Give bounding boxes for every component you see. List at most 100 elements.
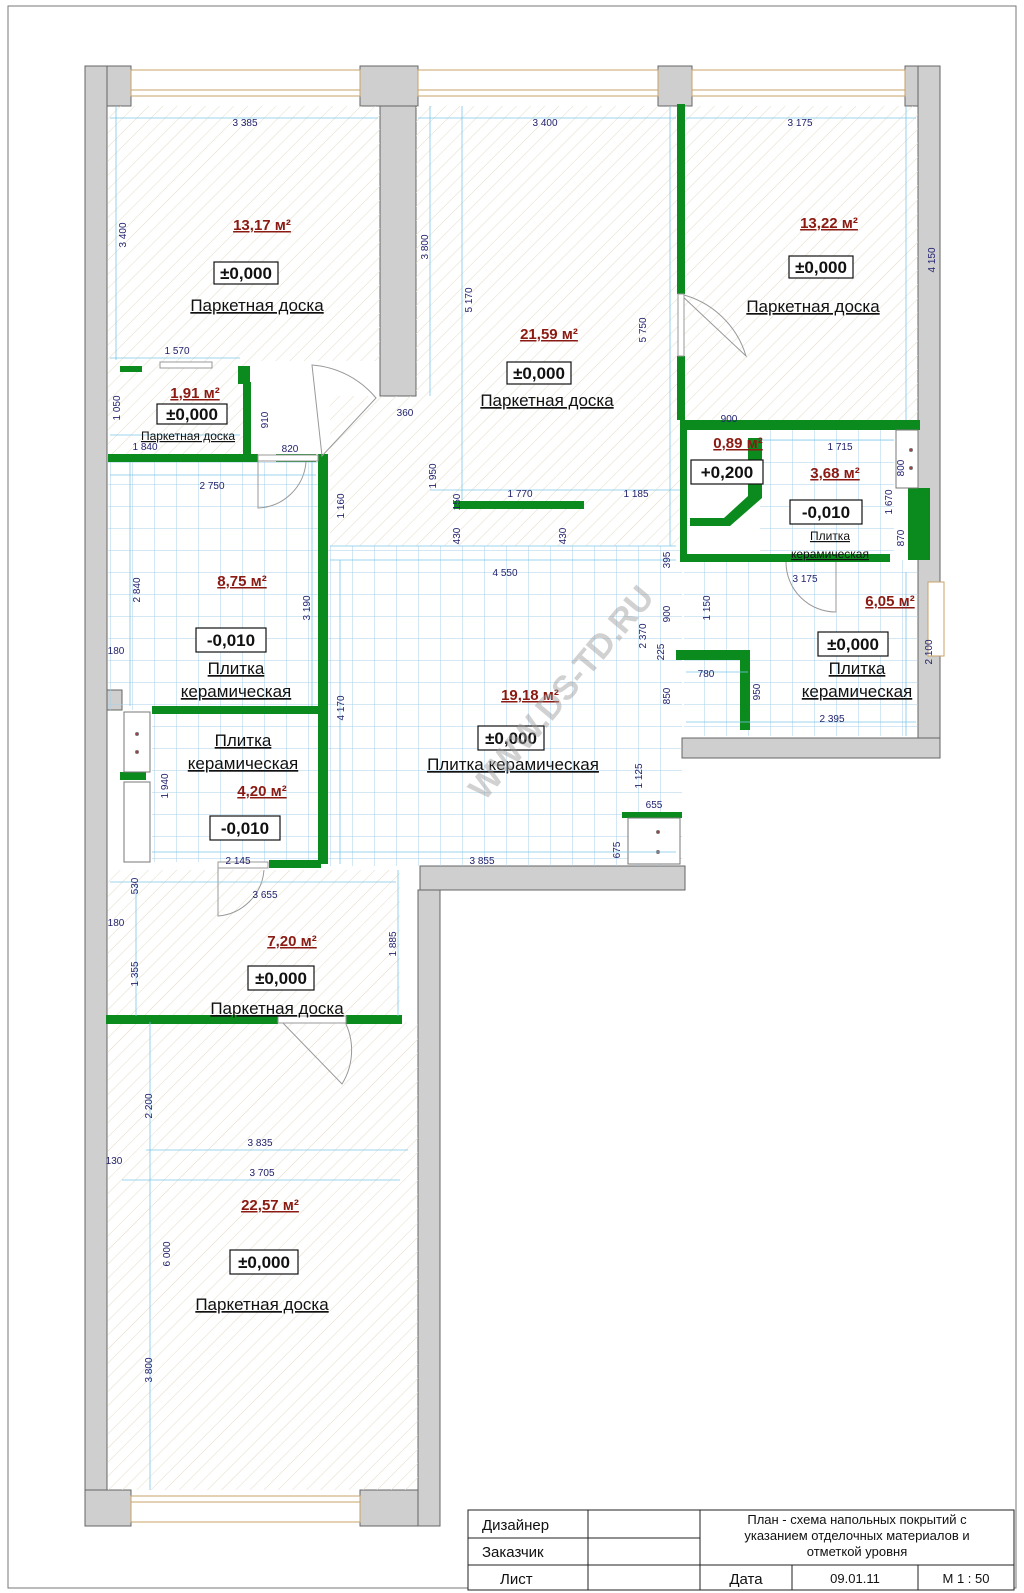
dim-label: 3 800 xyxy=(144,1357,155,1382)
designer-label: Дизайнер xyxy=(482,1517,549,1534)
dim-label: 1 355 xyxy=(130,961,141,986)
scale-value: М 1 : 50 xyxy=(943,1571,990,1586)
room-6-level: -0,010 xyxy=(802,503,850,522)
room-1-material: Паркетная доска xyxy=(190,296,324,315)
dim-label: 655 xyxy=(646,800,663,811)
fixtures xyxy=(123,429,919,865)
dim-label: 1 670 xyxy=(884,489,895,514)
date-value: 09.01.11 xyxy=(830,1571,880,1586)
doors xyxy=(159,293,837,1085)
dim-label: 870 xyxy=(896,529,907,546)
room-2-level-box xyxy=(506,361,572,385)
title-block: Дизайнер Заказчик Лист План - схема напо… xyxy=(467,1509,1015,1591)
dim-label: 6 000 xyxy=(162,1241,173,1266)
dim-label: 180 xyxy=(108,646,125,657)
room-8-material: Плитка керамическая xyxy=(427,755,599,774)
room-4-level-box xyxy=(156,403,228,425)
dim-label: 395 xyxy=(662,551,673,568)
room-floors xyxy=(108,106,918,1490)
dim-label: 850 xyxy=(662,687,673,704)
room-8-level: ±0,000 xyxy=(485,729,537,748)
room-10-area: 4,20 м² xyxy=(237,783,286,800)
room-1-level: ±0,000 xyxy=(220,264,272,283)
room-3-level-box xyxy=(788,255,854,279)
room-6-area: 3,68 м² xyxy=(810,465,859,482)
windows xyxy=(130,69,945,1523)
title-line-2: указанием отделочных материалов и xyxy=(744,1528,969,1543)
room-3-area: 13,22 м² xyxy=(800,215,858,232)
dim-label: 1 715 xyxy=(827,442,852,453)
dim-label: 900 xyxy=(721,414,738,425)
dim-label: 3 400 xyxy=(532,118,557,129)
room-10-level-box xyxy=(209,815,281,841)
dim-label: 1 185 xyxy=(623,489,648,500)
floor-hall-upper xyxy=(330,396,416,546)
dim-label: 1 160 xyxy=(336,493,347,518)
partitions xyxy=(106,104,930,1024)
room-5-level-box xyxy=(690,459,764,485)
dim-label: 3 190 xyxy=(302,595,313,620)
dim-label: 3 800 xyxy=(420,234,431,259)
floor-room-7 xyxy=(108,462,322,710)
dim-label: 820 xyxy=(282,444,299,455)
room-5-level: +0,200 xyxy=(701,463,753,482)
outer-walls xyxy=(84,65,941,1527)
room-6-material-line2: керамическая xyxy=(791,547,869,561)
dim-label: 780 xyxy=(698,669,715,680)
dim-label: 3 705 xyxy=(249,1168,274,1179)
floor-room-11 xyxy=(108,870,400,1018)
room-7-level-box xyxy=(195,627,267,653)
dim-label: 3 400 xyxy=(118,222,129,247)
room-9-material-line1: Плитка xyxy=(829,659,886,678)
dim-label: 3 385 xyxy=(232,118,257,129)
dim-label: 1 950 xyxy=(428,463,439,488)
title-line-1: План - схема напольных покрытий с xyxy=(747,1512,967,1527)
room-7-level: -0,010 xyxy=(207,631,255,650)
room-5-area: 0,89 м² xyxy=(713,435,762,452)
dim-label: 430 xyxy=(452,527,463,544)
dim-label: 1 570 xyxy=(164,346,189,357)
dim-label: 4 550 xyxy=(492,568,517,579)
dim-label: 675 xyxy=(612,841,623,858)
title-line-3: отметкой уровня xyxy=(807,1544,907,1559)
room-6-material-line1: Плитка xyxy=(810,529,850,543)
dim-label: 225 xyxy=(656,643,667,660)
dim-label: 2 395 xyxy=(819,714,844,725)
date-label: Дата xyxy=(729,1571,763,1588)
sheet-label: Лист xyxy=(500,1571,533,1588)
room-9-level: ±0,000 xyxy=(827,635,879,654)
room-3-level: ±0,000 xyxy=(795,258,847,277)
dim-label: 430 xyxy=(558,527,569,544)
dim-label: 4 150 xyxy=(927,247,938,272)
dim-label: 1 125 xyxy=(634,763,645,788)
room-7-material-line2: керамическая xyxy=(181,682,291,701)
room-labels: 13,17 м² ±0,000 Паркетная доска 21,59 м²… xyxy=(141,215,915,1314)
dim-label: 950 xyxy=(752,683,763,700)
dim-label: 3 655 xyxy=(252,890,277,901)
room-7-area: 8,75 м² xyxy=(217,573,266,590)
dim-label: 1 940 xyxy=(160,773,171,798)
room-9-area: 6,05 м² xyxy=(865,593,914,610)
floor-room-6 xyxy=(760,430,894,554)
dim-label: 3 855 xyxy=(469,856,494,867)
dim-label: 900 xyxy=(662,605,673,622)
dim-label: 130 xyxy=(106,1156,123,1167)
dim-label: 360 xyxy=(397,408,414,419)
room-2-material: Паркетная доска xyxy=(480,391,614,410)
room-9-material-line2: керамическая xyxy=(802,682,912,701)
room-3-material: Паркетная доска xyxy=(746,297,880,316)
room-6-level-box xyxy=(789,499,863,525)
dim-label: 1 150 xyxy=(702,595,713,620)
dim-label: 1 840 xyxy=(132,442,157,453)
room-10-level: -0,010 xyxy=(221,819,269,838)
dim-label: 2 100 xyxy=(924,639,935,664)
room-2-level: ±0,000 xyxy=(513,364,565,383)
room-12-level: ±0,000 xyxy=(238,1253,290,1272)
dim-label: 3 835 xyxy=(247,1138,272,1149)
room-4-level: ±0,000 xyxy=(166,405,218,424)
dim-label: 3 175 xyxy=(792,574,817,585)
room-4-area: 1,91 м² xyxy=(170,385,219,402)
customer-label: Заказчик xyxy=(482,1544,544,1561)
room-7-material-line1: Плитка xyxy=(208,659,265,678)
room-10-material-line2: керамическая xyxy=(188,754,298,773)
